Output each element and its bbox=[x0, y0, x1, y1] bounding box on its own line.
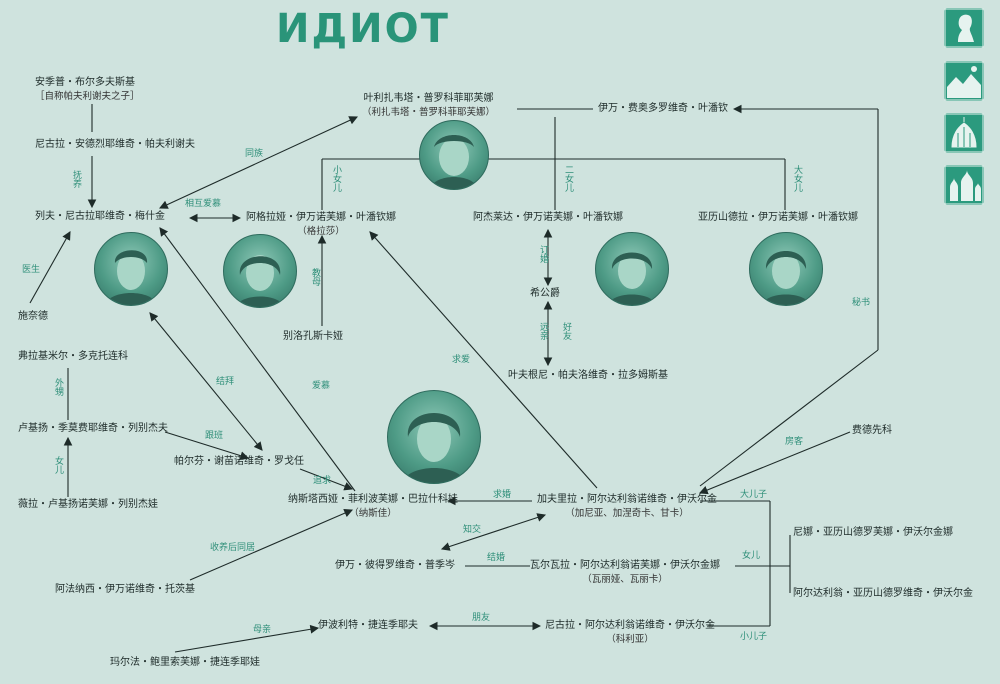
lizaveta-name: 叶利扎韦塔・普罗科菲耶芙娜 bbox=[363, 93, 494, 104]
rel-mother: 母亲 bbox=[253, 625, 272, 635]
kolya-alias: （科利亚） bbox=[606, 634, 654, 645]
rel-eldest-son: 大儿子 bbox=[740, 490, 768, 500]
rel-sworn: 结拜 bbox=[216, 377, 235, 387]
nastasya-alias: （纳斯佳） bbox=[349, 508, 397, 519]
antip-alias: ［自称帕夫利谢夫之子］ bbox=[35, 91, 140, 102]
rel-eldest-daughter: 大女儿 bbox=[792, 165, 802, 192]
rel-follow: 跟班 bbox=[205, 431, 224, 441]
landscape-icon[interactable] bbox=[944, 61, 984, 101]
lizaveta-portrait bbox=[419, 120, 489, 190]
ganya-name: 加夫里拉・阿尔达利翁诺维奇・伊沃尔金 bbox=[537, 494, 717, 505]
antip-name: 安季普・布尔多夫斯基 bbox=[35, 77, 135, 88]
node-prince-s[interactable]: 希公爵 bbox=[530, 288, 560, 299]
rel-propose: 求婚 bbox=[493, 490, 512, 500]
node-marfa[interactable]: 玛尔法・鲍里索芙娜・捷连季耶娃 bbox=[110, 657, 260, 668]
rel-doctor: 医生 bbox=[22, 265, 41, 275]
nastasya-portrait bbox=[387, 390, 481, 484]
varya-alias: （瓦丽娅、瓦丽卡） bbox=[582, 574, 668, 585]
rel-secretary: 秘书 bbox=[852, 298, 871, 308]
node-nastasya[interactable]: 纳斯塔西娅・菲利波芙娜・巴拉什科娃 （纳斯佳） bbox=[288, 493, 458, 521]
rel-married: 结婚 bbox=[487, 553, 506, 563]
node-rogozhin[interactable]: 帕尔芬・谢苗诺维奇・罗戈任 bbox=[174, 456, 304, 467]
church-icon[interactable] bbox=[944, 165, 984, 205]
kolya-name: 尼古拉・阿尔达利翁诺维奇・伊沃尔金 bbox=[545, 620, 715, 631]
node-vladimir[interactable]: 弗拉基米尔・多克托连科 bbox=[18, 351, 128, 362]
rel-keep: 收养后同居 bbox=[210, 543, 256, 553]
node-adelaida[interactable]: 阿杰莱达・伊万诺芙娜・叶潘钦娜 bbox=[473, 212, 623, 223]
lizaveta-alias: （利扎韦塔・普罗科菲耶芙娜） bbox=[362, 107, 496, 118]
node-antip[interactable]: 安季普・布尔多夫斯基 ［自称帕夫利谢夫之子］ bbox=[35, 76, 140, 104]
node-ganya[interactable]: 加夫里拉・阿尔达利翁诺维奇・伊沃尔金 （加尼亚、加涅奇卡、甘卡） bbox=[537, 493, 717, 521]
nastasya-name: 纳斯塔西娅・菲利波芙娜・巴拉什科娃 bbox=[288, 494, 458, 505]
aglaya-portrait bbox=[223, 234, 297, 308]
rel-youngest-son: 小儿子 bbox=[740, 632, 768, 642]
node-lebedev[interactable]: 卢基扬・季莫费耶维奇・列别杰夫 bbox=[18, 423, 168, 434]
rel-young-daughter: 小女儿 bbox=[331, 165, 341, 192]
node-pavlishchev[interactable]: 尼古拉・安德烈耶维奇・帕夫利谢夫 bbox=[35, 139, 195, 150]
node-myshkin[interactable]: 列夫・尼古拉耶维奇・梅什金 bbox=[35, 211, 165, 222]
rel-pursue: 追求 bbox=[313, 476, 332, 486]
node-belokonskaya[interactable]: 别洛孔斯卡娅 bbox=[283, 331, 343, 342]
node-alexandra[interactable]: 亚历山德拉・伊万诺芙娜・叶潘钦娜 bbox=[698, 212, 858, 223]
node-varya[interactable]: 瓦尔瓦拉・阿尔达利翁诺芙娜・伊沃尔金娜 （瓦丽娅、瓦丽卡） bbox=[530, 559, 720, 587]
rel-daughter-right: 女儿 bbox=[742, 551, 761, 561]
rel-second-daughter: 二女儿 bbox=[563, 165, 573, 192]
dome-icon[interactable] bbox=[944, 113, 984, 153]
rel-adopt: 抚养 bbox=[71, 170, 81, 188]
node-ardalion[interactable]: 阿尔达利翁・亚历山德罗维奇・伊沃尔金 bbox=[793, 588, 973, 599]
myshkin-portrait bbox=[94, 232, 168, 306]
alexandra-portrait bbox=[749, 232, 823, 306]
node-ippolit[interactable]: 伊波利特・捷连季耶夫 bbox=[318, 620, 418, 631]
rel-acquaint: 知交 bbox=[463, 525, 482, 535]
woman-silhouette-icon[interactable] bbox=[944, 8, 984, 48]
rel-admire: 爱慕 bbox=[312, 381, 331, 391]
adelaida-portrait bbox=[595, 232, 669, 306]
varya-name: 瓦尔瓦拉・阿尔达利翁诺芙娜・伊沃尔金娜 bbox=[530, 560, 720, 571]
rel-court: 求爱 bbox=[452, 355, 471, 365]
rel-tongzu: 同族 bbox=[245, 149, 264, 159]
node-vera[interactable]: 薇拉・卢基扬诺芙娜・列别杰娃 bbox=[18, 499, 158, 510]
rel-lodger: 房客 bbox=[785, 437, 804, 447]
node-kolya[interactable]: 尼古拉・阿尔达利翁诺维奇・伊沃尔金 （科利亚） bbox=[545, 619, 715, 647]
node-aglaya[interactable]: 阿格拉娅・伊万诺芙娜・叶潘钦娜 （格拉莎） bbox=[246, 211, 396, 239]
node-radomsky[interactable]: 叶夫根尼・帕夫洛维奇・拉多姆斯基 bbox=[508, 370, 668, 381]
aglaya-name: 阿格拉娅・伊万诺芙娜・叶潘钦娜 bbox=[246, 212, 396, 223]
aglaya-alias: （格拉莎） bbox=[297, 226, 345, 237]
rel-engaged: 订婚 bbox=[538, 245, 548, 263]
rel-friend: 朋友 bbox=[472, 613, 491, 623]
ganya-alias: （加尼亚、加涅奇卡、甘卡） bbox=[565, 508, 689, 519]
node-ptitsyn[interactable]: 伊万・彼得罗维奇・普季岑 bbox=[335, 560, 455, 571]
node-totsky[interactable]: 阿法纳西・伊万诺维奇・托茨基 bbox=[55, 584, 195, 595]
node-schneider[interactable]: 施奈德 bbox=[18, 311, 48, 322]
node-nina[interactable]: 尼娜・亚历山德罗芙娜・伊沃尔金娜 bbox=[793, 527, 953, 538]
node-epanchin[interactable]: 伊万・费奥多罗维奇・叶潘钦 bbox=[598, 103, 728, 114]
node-ferdyshchenko[interactable]: 费德先科 bbox=[852, 425, 892, 436]
rel-nephew: 外甥 bbox=[53, 378, 63, 396]
node-lizaveta[interactable]: 叶利扎韦塔・普罗科菲耶芙娜 （利扎韦塔・普罗科菲耶芙娜） bbox=[362, 92, 495, 120]
rel-mutual-love: 相互爱慕 bbox=[185, 199, 222, 209]
rel-distant-relative: 远亲 bbox=[538, 322, 548, 340]
rel-daughter-left: 女儿 bbox=[53, 456, 63, 474]
rel-good-friend: 好友 bbox=[561, 322, 571, 340]
rel-teacher: 教母 bbox=[310, 268, 320, 286]
page-title: ИДИОТ bbox=[276, 6, 450, 52]
